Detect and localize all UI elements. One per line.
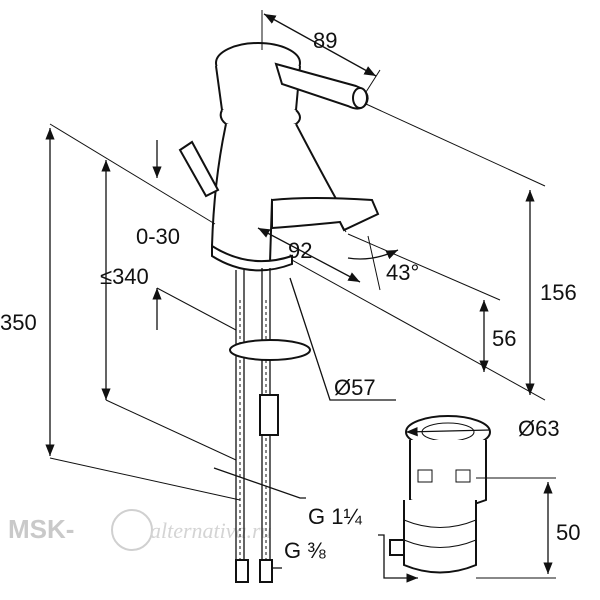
label-156: 156 [540, 280, 577, 305]
label-340: ≤340 [100, 264, 149, 289]
ext-63-line [291, 259, 546, 401]
mounting-clamp [229, 339, 311, 361]
fitting-right [259, 559, 273, 583]
watermark-brand: MSK- [8, 514, 74, 544]
ext-340-bottom [105, 399, 237, 461]
label-g38: G ⅜ [284, 538, 326, 563]
dim-57-leader [289, 277, 396, 401]
angle-43-leg [367, 235, 381, 291]
lever-tip [352, 87, 368, 109]
ext-56-top [347, 233, 501, 301]
faucet-main-body [210, 123, 342, 265]
dim-63-leader [405, 427, 491, 437]
waste-slot-right [455, 469, 471, 483]
ext-89-right [365, 69, 381, 93]
dim-92-line [257, 227, 361, 283]
waste-nut [403, 500, 477, 574]
watermark: MSK- alternativa.ru [8, 509, 272, 551]
angle-43-arc [347, 249, 399, 260]
dim-89-line [263, 13, 377, 77]
ext-156-top [365, 103, 546, 187]
label-50: 50 [556, 520, 580, 545]
waste-side-leader [378, 534, 418, 583]
faucet-body [178, 42, 380, 272]
waste-body [409, 440, 487, 509]
label-57: Ø57 [334, 375, 376, 400]
ext-0-30 [156, 287, 237, 331]
label-63: Ø63 [518, 416, 560, 441]
label-92: 92 [288, 238, 312, 263]
dimension-lines [45, 10, 556, 583]
waste-thread [403, 519, 477, 548]
label-43: 43° [386, 260, 419, 285]
faucet-spout [271, 197, 380, 232]
ext-350-top [49, 123, 216, 225]
dim-g114-leader [213, 467, 306, 499]
ext-350-bottom [49, 457, 241, 501]
waste-slot-left [417, 469, 433, 483]
popup-connector [259, 394, 279, 436]
watermark-script: alternativa.ru [150, 518, 272, 543]
popup-rod-knob [178, 140, 220, 198]
fitting-left [235, 559, 249, 583]
supply-hoses [229, 268, 311, 583]
popup-waste [389, 415, 491, 574]
watermark-logo [111, 509, 153, 551]
label-g114: G 1¼ [308, 504, 362, 529]
label-56: 56 [492, 326, 516, 351]
waste-side-port [389, 539, 405, 556]
label-0-30: 0-30 [136, 224, 180, 249]
dimension-labels: 89 92 43° 0-30 ≤340 350 156 56 Ø57 Ø63 5… [0, 28, 580, 563]
label-89: 89 [313, 28, 337, 53]
label-350: 350 [0, 310, 37, 335]
